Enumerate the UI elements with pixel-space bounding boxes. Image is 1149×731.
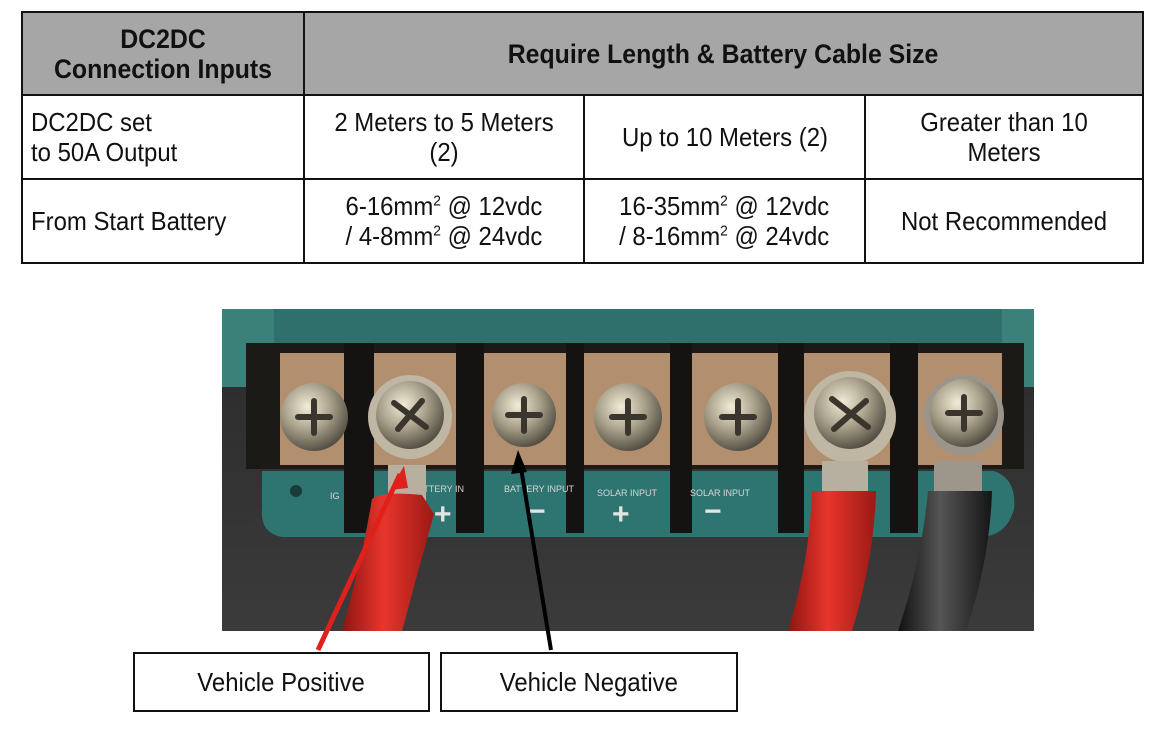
cell-not-recommended: Not Recommended [864, 178, 1144, 264]
row-label-start-battery: From Start Battery [21, 178, 305, 264]
cell-greater-than-10: Greater than 10 Meters [864, 94, 1144, 180]
red-cable-right [788, 461, 876, 631]
svg-text:+: + [434, 498, 452, 531]
mount-hole-icon [290, 485, 302, 497]
svg-text:SOLAR INPUT: SOLAR INPUT [597, 488, 658, 498]
svg-text:−: − [528, 495, 546, 528]
svg-text:IG: IG [330, 491, 340, 501]
svg-text:−: − [704, 495, 722, 528]
screw-slots [295, 394, 983, 436]
vehicle-negative-label: Vehicle Negative [440, 652, 738, 712]
cell-2-to-5-meters: 2 Meters to 5 Meters (2) [303, 94, 585, 180]
cell-cable-size-short: 6-16mm2 @ 12vdc / 4-8mm2 @ 24vdc [303, 178, 585, 264]
cable-spec-table: DC2DC Connection Inputs Require Length &… [21, 11, 1144, 264]
svg-text:BATTERY IN: BATTERY IN [412, 484, 464, 494]
header-length-cable-size: Require Length & Battery Cable Size [303, 11, 1144, 96]
row-label-dc2dc: DC2DC set to 50A Output [21, 94, 305, 180]
cell-up-to-10-meters: Up to 10 Meters (2) [583, 94, 866, 180]
table-row: DC2DC set to 50A Output 2 Meters to 5 Me… [21, 94, 1144, 180]
cell-cable-size-long: 16-35mm2 @ 12vdc / 8-16mm2 @ 24vdc [583, 178, 866, 264]
black-cable-right [898, 461, 992, 631]
svg-text:SOLAR INPUT: SOLAR INPUT [690, 488, 751, 498]
table-row: From Start Battery 6-16mm2 @ 12vdc / 4-8… [21, 178, 1144, 264]
vehicle-positive-label: Vehicle Positive [133, 652, 430, 712]
terminal-dividers [344, 343, 918, 533]
terminal-block-photo: IG BATTERY IN BATTERY INPUT SOLAR INPUT … [222, 309, 1034, 631]
header-connection-inputs: DC2DC Connection Inputs [21, 11, 305, 96]
table-header-row: DC2DC Connection Inputs Require Length &… [21, 11, 1144, 96]
svg-text:BATTERY INPUT: BATTERY INPUT [504, 484, 575, 494]
svg-text:+: + [612, 498, 630, 531]
